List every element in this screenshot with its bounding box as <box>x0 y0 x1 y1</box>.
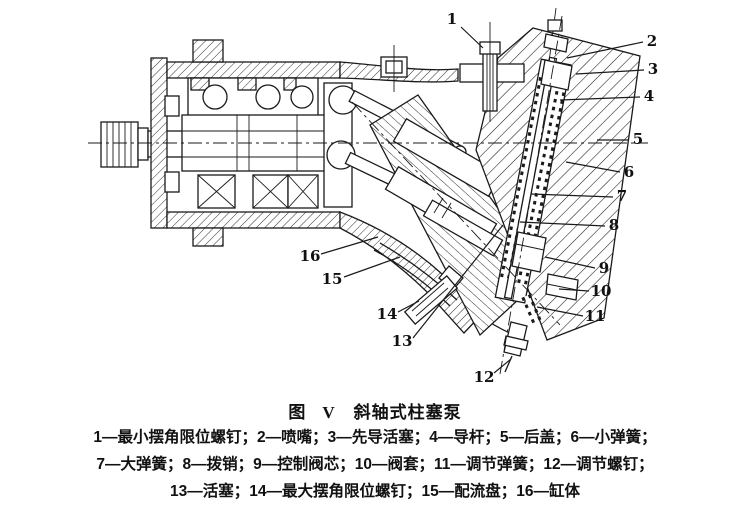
piston <box>422 199 504 257</box>
callout-leader-10 <box>558 288 590 292</box>
callout-leader-9 <box>544 256 596 269</box>
pilot-piston <box>540 59 573 91</box>
valve-sleeve <box>545 273 579 301</box>
caption-prefix: 图 <box>288 403 307 422</box>
adjusting-screw <box>503 321 529 373</box>
callout-leader-6 <box>565 161 621 173</box>
legend-line-2: 7—大弹簧；8—拨销；9—控制阀芯；10—阀套；11—调节弹簧；12—调节螺钉； <box>96 456 654 473</box>
callout-number-5: 5 <box>633 130 643 148</box>
callout-number-1: 1 <box>447 10 457 28</box>
callout-leader-14 <box>397 300 420 313</box>
block-axis-centerline <box>351 101 561 326</box>
callout-number-2: 2 <box>647 32 657 50</box>
nozzle <box>543 7 569 63</box>
callout-leader-16 <box>320 236 379 255</box>
callout-number-9: 9 <box>599 259 609 277</box>
callout-number-14: 14 <box>377 305 398 323</box>
callout-number-7: 7 <box>617 187 627 205</box>
callout-number-16: 16 <box>300 247 321 265</box>
callout-leader-11 <box>536 306 584 317</box>
callout-leader-12 <box>493 358 512 374</box>
callout-leader-3 <box>575 69 645 75</box>
drive-flange-disc <box>323 82 358 208</box>
figure-legend: 1—最小摆角限位螺钉；2—喷嘴；3—先导活塞；4—导杆；5—后盖；6—小弹簧； … <box>0 424 750 505</box>
callout-number-3: 3 <box>648 60 658 78</box>
callout-leader-1 <box>460 26 484 49</box>
bearing-ball <box>255 84 281 110</box>
callout-number-8: 8 <box>609 216 619 234</box>
control-spool <box>511 231 547 273</box>
callout-number-15: 15 <box>322 270 343 288</box>
bearing-ball <box>290 85 314 109</box>
max-angle-stop-stud <box>403 265 464 326</box>
bearing-ball <box>202 84 228 110</box>
valve-axis-centerline <box>499 15 563 375</box>
legend-line-3: 13—活塞；14—最大摆角限位螺钉；15—配流盘；16—缸体 <box>170 483 580 500</box>
callout-leader-4 <box>559 96 641 101</box>
callout-leader-2 <box>566 41 644 59</box>
adjusting-spring <box>521 294 543 326</box>
callout-number-13: 13 <box>392 332 413 350</box>
callout-number-10: 10 <box>591 282 612 300</box>
callout-leader-7 <box>530 193 614 198</box>
callout-leader-15 <box>343 256 401 278</box>
callout-leader-13 <box>412 224 504 339</box>
callout-number-11: 11 <box>585 307 606 325</box>
caption-number: V <box>322 403 336 422</box>
callout-number-12: 12 <box>474 368 495 386</box>
centerlines <box>88 15 648 375</box>
ball-bearings <box>187 77 319 117</box>
caption-title: 斜轴式柱塞泵 <box>353 403 462 422</box>
min-angle-stop-screw <box>459 22 525 122</box>
callout-number-4: 4 <box>644 87 654 105</box>
callout-number-6: 6 <box>624 163 634 181</box>
housing-plug-bolt <box>380 45 408 92</box>
legend-line-1: 1—最小摆角限位螺钉；2—喷嘴；3—先导活塞；4—导杆；5—后盖；6—小弹簧； <box>93 429 657 446</box>
callout-leader-8 <box>519 221 606 227</box>
shaft-seal-blocks <box>197 174 319 209</box>
